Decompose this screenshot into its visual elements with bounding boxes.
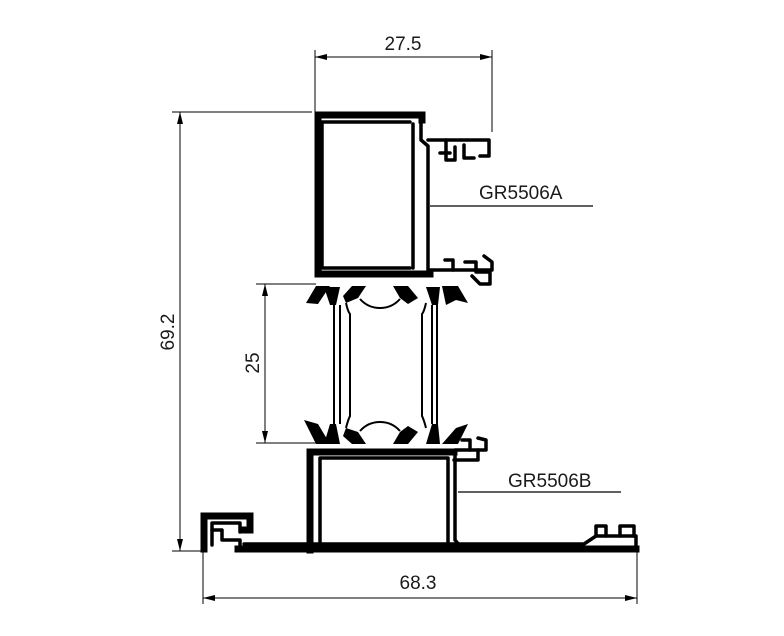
- dimension-bottom-width-value: 68.3: [400, 573, 437, 594]
- dimension-gap-height: 25: [243, 283, 316, 444]
- thermal-break-strips: [304, 286, 468, 444]
- dimension-top-width-value: 27.5: [385, 34, 422, 55]
- dimension-top-width: 27.5: [314, 34, 493, 132]
- dimension-gap-height-value: 25: [243, 352, 264, 373]
- lower-profile-gr5506b: [200, 436, 640, 554]
- dimension-overall-height-value: 69.2: [158, 314, 179, 351]
- label-lower-profile: GR5506B: [508, 471, 591, 492]
- dimension-overall-height: 69.2: [158, 111, 312, 552]
- upper-profile-gr5506a: [314, 111, 593, 286]
- dimension-bottom-width: 68.3: [202, 550, 638, 604]
- label-upper-profile: GR5506A: [479, 183, 563, 204]
